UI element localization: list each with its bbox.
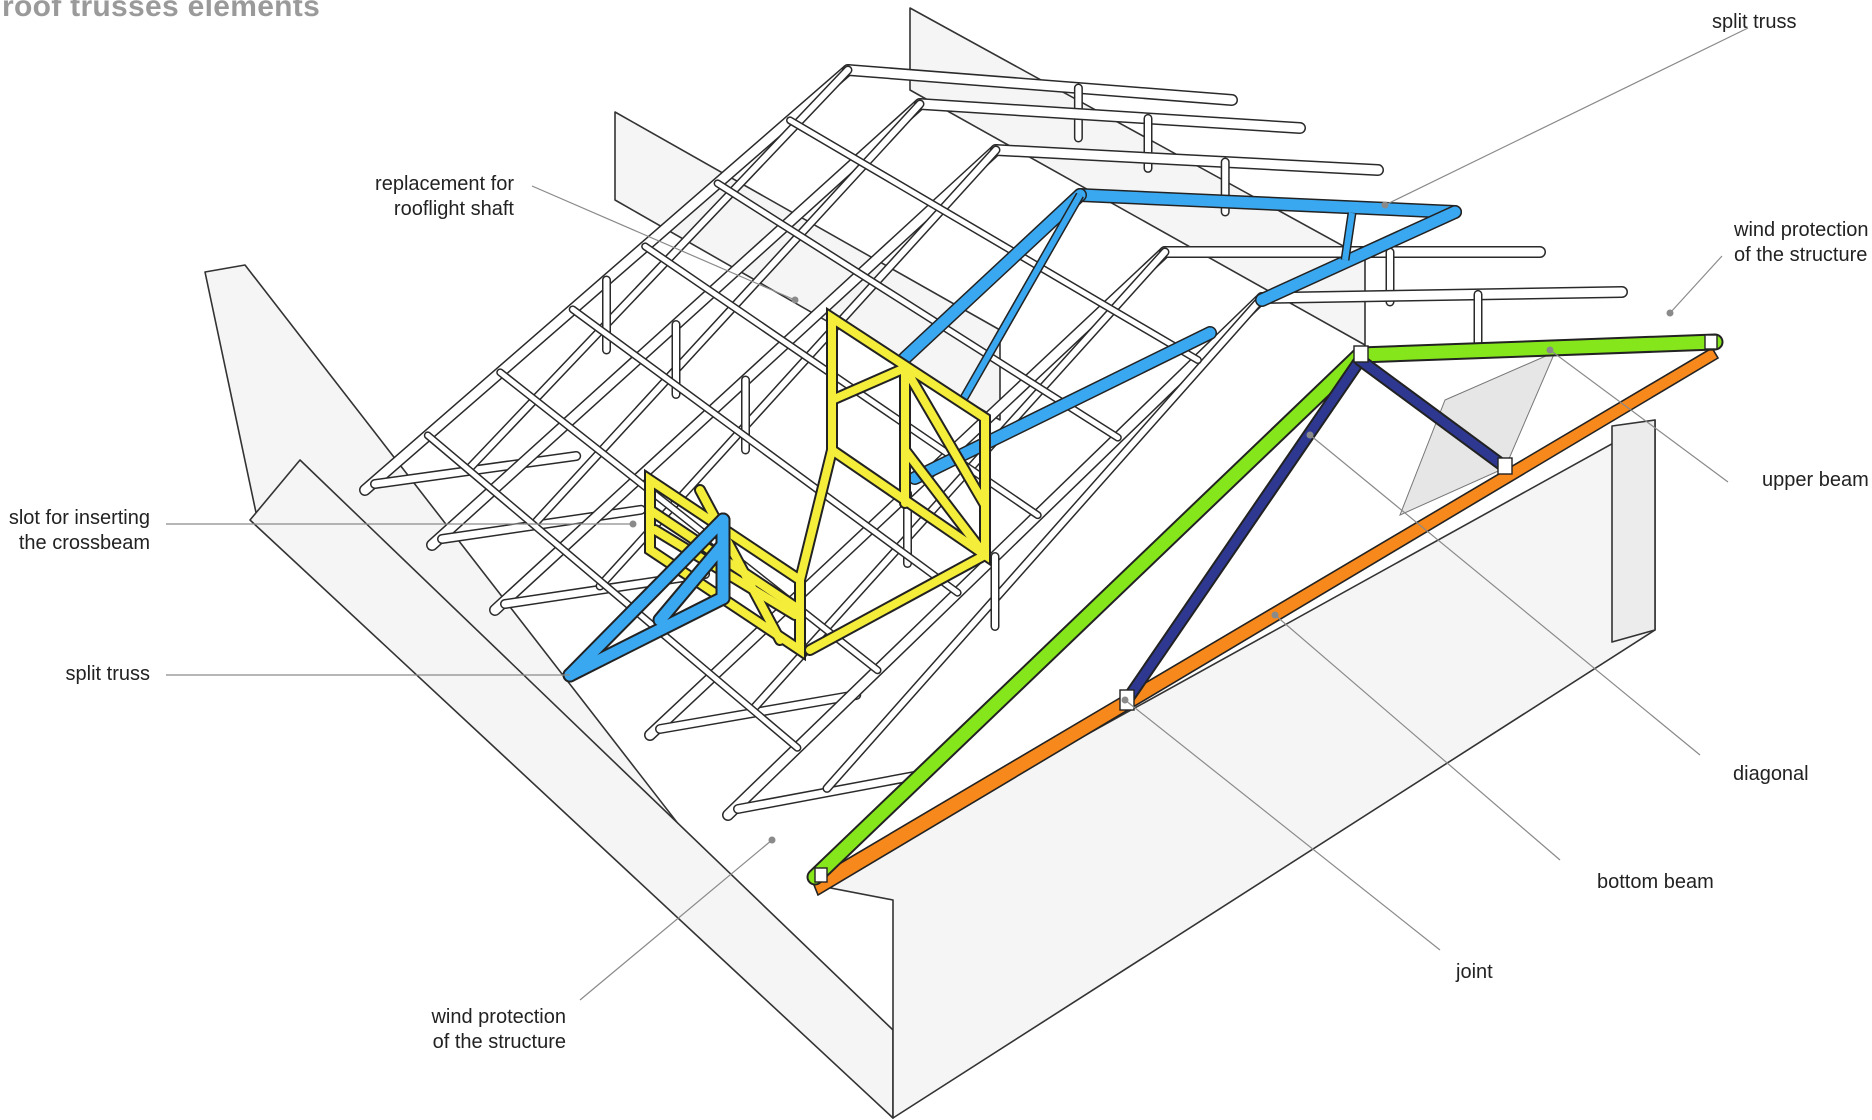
label-split-truss-top: split truss — [1712, 11, 1797, 33]
label-diagonal: diagonal — [1733, 763, 1809, 785]
bottom-beam — [811, 346, 1720, 897]
label-replacement-rooflight-shaft: replacement for rooflight shaft — [375, 173, 514, 220]
upper-beam — [806, 333, 1724, 886]
white-trusses — [359, 64, 1628, 821]
diagram-title: roof trusses elements — [2, 0, 321, 23]
label-split-truss-left: split truss — [65, 663, 150, 685]
back-wall-tall — [909, 7, 1366, 346]
front-wall-edge — [1611, 419, 1656, 643]
diagonal-members — [1120, 353, 1512, 707]
split-truss-upper — [898, 188, 1462, 485]
joint-plates — [814, 334, 1718, 883]
label-wind-protection-right: wind protection of the structure — [1734, 219, 1869, 266]
label-wind-protection-bottom: wind protection of the structure — [431, 1006, 566, 1053]
label-slot-crossbeam: slot for inserting the crossbeam — [8, 507, 150, 554]
rooflight-shaft-frame — [644, 306, 991, 662]
label-upper-beam: upper beam — [1762, 469, 1869, 491]
leader-lines — [166, 27, 1749, 1001]
label-bottom-beam: bottom beam — [1597, 871, 1714, 893]
label-joint: joint — [1456, 961, 1493, 983]
split-truss-lower — [562, 512, 731, 683]
front-wall — [814, 419, 1656, 1119]
